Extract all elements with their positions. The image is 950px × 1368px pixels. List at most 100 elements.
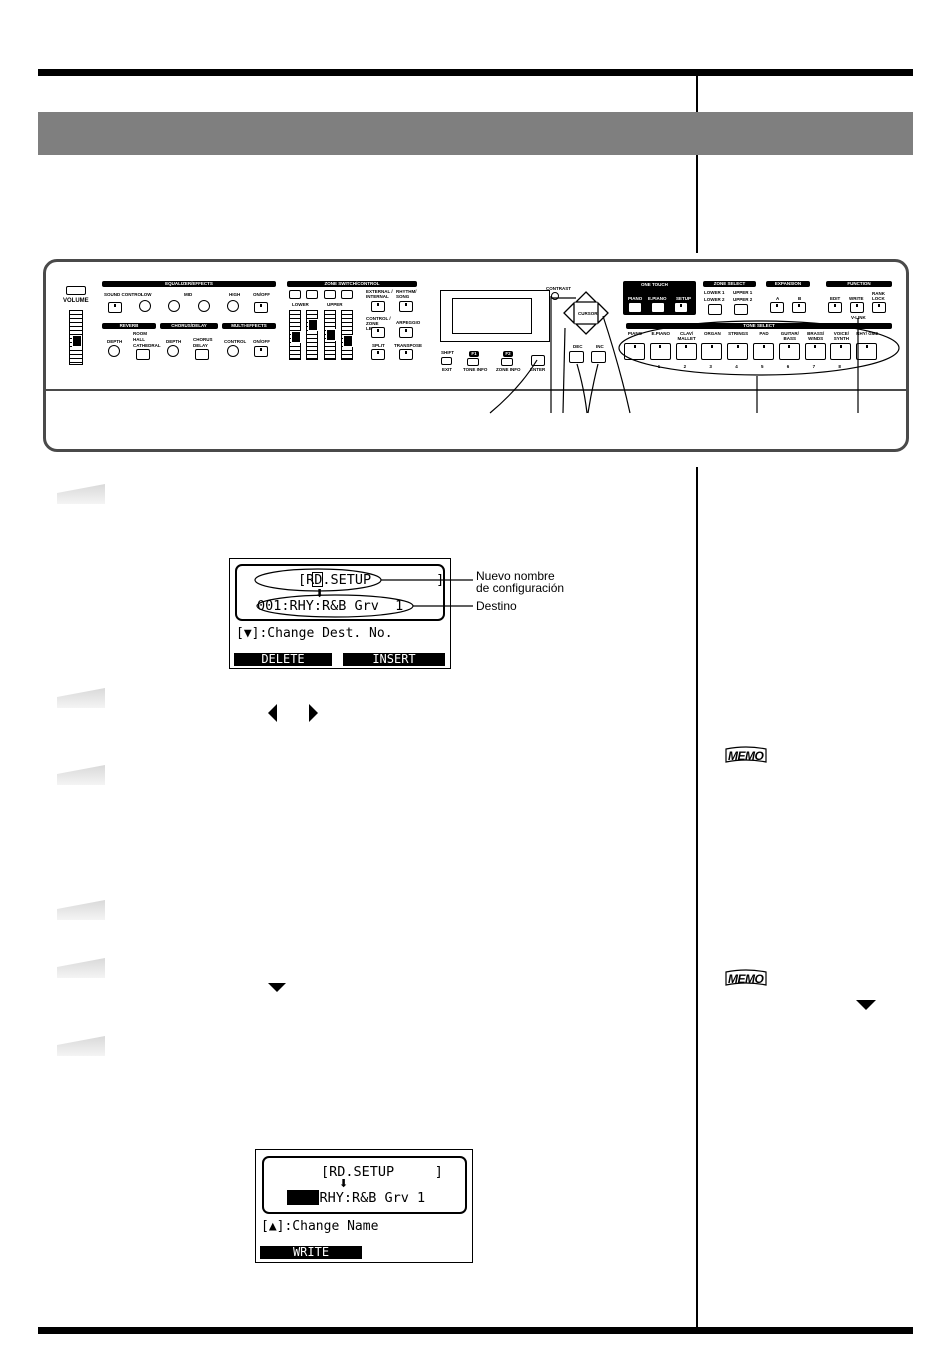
- zone-info-label: ZONE INFO: [496, 367, 521, 372]
- reverb-room-label: ROOM: [133, 331, 147, 336]
- memo-icon: [725, 746, 767, 763]
- step-marker-1: [57, 484, 105, 504]
- chorus-section-title: CHORUS/DELAY: [160, 323, 218, 329]
- memo-label-1: MEMO: [728, 749, 764, 763]
- tone-label: STRINGS: [728, 331, 749, 336]
- tone-select-button: [804, 343, 826, 360]
- column-divider-bottom: [696, 467, 698, 1327]
- zone-slider-4: [341, 310, 353, 360]
- volume-top-button: [66, 286, 86, 295]
- cursor-left-icon: [268, 704, 277, 722]
- eq-label-sound-control: SOUND CONTROL: [104, 292, 144, 297]
- section-title-bar: [38, 112, 913, 155]
- lcd2-line1: [RD.SETUP ]: [321, 1164, 443, 1180]
- tone-label: PIANO: [627, 331, 643, 336]
- zone-select-lower-button: [708, 304, 722, 315]
- transpose-button: [399, 349, 413, 360]
- arpeggio-button: [399, 327, 413, 338]
- control-zone-level-button: [371, 327, 385, 338]
- tone-label: VOICE/ SYNTH: [833, 331, 850, 341]
- tone-select-button: [675, 343, 697, 360]
- chorus-type-button: [195, 349, 209, 360]
- multi-onoff-label: ON/OFF: [253, 339, 270, 344]
- annotation-new-name-line2: de configuración: [476, 581, 565, 595]
- lcd1-line2: 001:RHY:R&B Grv 1: [257, 598, 404, 614]
- tone-label: CLAV/ MALLET: [677, 331, 696, 341]
- arpeggio-label: ARPEGGIO: [396, 320, 421, 325]
- chorus-depth-label: DEPTH: [166, 339, 182, 344]
- lcd2-line2: 001:RHY:R&B Grv 1: [287, 1190, 426, 1206]
- zone-select-title: ZONE SELECT: [703, 281, 756, 287]
- lower-label: LOWER: [292, 302, 309, 307]
- shift-label: SHIFT: [441, 350, 454, 355]
- external-internal-button: [371, 301, 385, 312]
- tone-label: RHY/ GM2: [856, 331, 879, 336]
- equalizer-section-title: EQUALIZER/EFFECTS: [102, 281, 276, 287]
- dec-button: [569, 351, 584, 363]
- tone-select-button: [701, 343, 723, 360]
- tone-number-label: 6: [786, 364, 790, 369]
- cursor-pad-svg: [563, 291, 609, 335]
- lcd1-cursor-box: [312, 572, 323, 587]
- lcd1-line3: [▼]:Change Dest. No.: [236, 626, 393, 641]
- annotation-destination: Destino: [476, 599, 517, 613]
- panel-display-frame: [440, 290, 550, 342]
- one-touch-setup-button: [674, 302, 688, 313]
- external-internal-label: EXTERNAL / INTERNAL: [366, 289, 393, 299]
- one-touch-piano-button: [628, 302, 642, 313]
- cursor-down-icon: [574, 323, 598, 335]
- tone-number-label: 7: [812, 364, 816, 369]
- tone-label: GUITAR/ BASS: [780, 331, 799, 341]
- cursor-left-icon: [563, 301, 575, 325]
- eq-onoff-button: [254, 302, 268, 313]
- zone-slider-1: [289, 310, 301, 360]
- one-touch-epiano-label: E.PIANO: [648, 296, 667, 301]
- zone-switch-4: [341, 290, 353, 299]
- lcd1-annotation-ovals: [254, 568, 473, 618]
- zone-slider-2: [306, 310, 318, 360]
- multi-section-title: MULTI-EFFECTS: [222, 323, 276, 329]
- expansion-a-label: A: [776, 296, 780, 301]
- tone-number-label: 2: [683, 364, 687, 369]
- column-divider-top: [696, 76, 698, 253]
- edit-button: [828, 302, 842, 313]
- tone-select-button: [856, 343, 878, 360]
- one-touch-title: ONE TOUCH: [641, 282, 668, 287]
- expansion-b-button: [792, 302, 806, 313]
- step-marker-5: [57, 958, 105, 978]
- lcd2-softkey-write: WRITE: [260, 1246, 362, 1259]
- sound-control-button: [108, 302, 122, 313]
- chorus-label: CHORUS: [193, 337, 213, 342]
- zone-switch-1: [289, 290, 301, 299]
- tone-label: PAD: [759, 331, 769, 336]
- expansion-title: EXPANSION: [766, 281, 810, 287]
- tone-label: ORGAN: [704, 331, 721, 336]
- reverb-hall-label: HALL: [133, 337, 145, 342]
- tone-number-label: 3: [709, 364, 712, 369]
- one-touch-epiano-button: [651, 302, 665, 313]
- lcd1-frame: [235, 564, 445, 621]
- zone-select-upper-button: [734, 304, 748, 315]
- tone-select-button: [624, 343, 645, 360]
- tone-select-highlight-oval: [618, 320, 900, 376]
- lcd2-cursor-highlight: [287, 1190, 319, 1205]
- transpose-label: TRANSPOSE: [394, 343, 423, 348]
- step-marker-2: [57, 688, 105, 708]
- low-knob: [139, 300, 151, 312]
- mid-gain-knob: [198, 300, 210, 312]
- exit-label: EXIT: [442, 367, 453, 372]
- tone-select-button: [778, 343, 800, 360]
- reverb-type-button: [136, 349, 150, 360]
- function-title: FUNCTION: [826, 281, 892, 287]
- tone-select-button: [830, 343, 852, 360]
- inc-label: INC: [596, 344, 604, 349]
- reverb-depth-knob: [108, 345, 120, 357]
- zone-switch-section-title: ZONE SWITCH/CONTROL: [287, 281, 417, 287]
- multi-onoff-button: [254, 346, 268, 357]
- tone-select-button: [727, 343, 749, 360]
- eq-label-onoff: ON/OFF: [253, 292, 270, 297]
- tone-info-label: TONE INFO: [463, 367, 488, 372]
- f2-button: [501, 358, 513, 366]
- split-button: [371, 349, 385, 360]
- split-label: SPLIT: [372, 343, 385, 348]
